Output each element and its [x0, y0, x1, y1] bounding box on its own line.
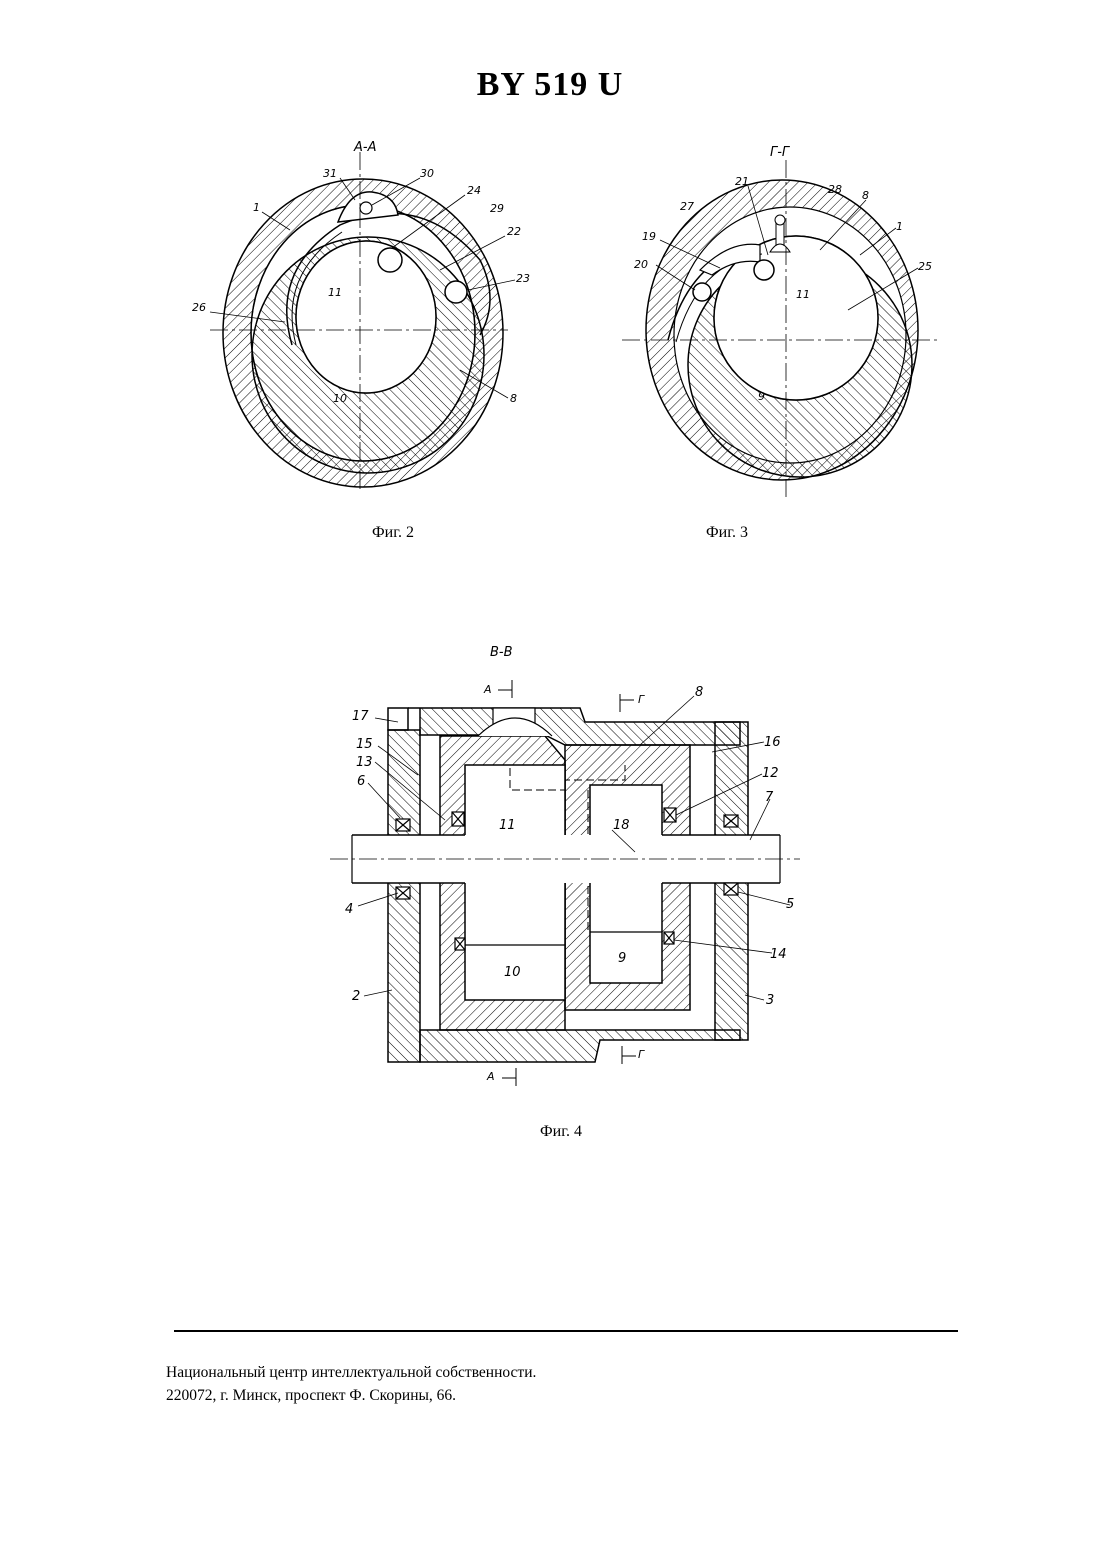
- fig4-label: 13: [356, 755, 373, 770]
- fig4-label: 17: [352, 709, 369, 724]
- fig4-cut-mark: Г: [638, 693, 645, 706]
- fig2-label: 10: [333, 392, 347, 405]
- fig4-label: 14: [770, 947, 787, 962]
- figure-4-caption: Фиг. 4: [540, 1123, 582, 1141]
- fig3-section-label: Г-Г: [770, 145, 791, 160]
- fig3-label: 20: [634, 258, 648, 271]
- fig4-section-label: В-В: [490, 645, 513, 660]
- footer-divider: [174, 1330, 958, 1332]
- fig4-label: 4: [345, 902, 353, 917]
- fig4-label: 3: [766, 993, 774, 1008]
- fig2-label: 23: [516, 272, 530, 285]
- fig3-label: 1: [896, 220, 903, 233]
- fig3-label: 27: [680, 200, 694, 213]
- fig2-section-label: А-А: [353, 140, 376, 155]
- fig2-label: 22: [507, 225, 521, 238]
- fig4-label: 9: [618, 951, 626, 966]
- fig3-label: 8: [862, 189, 869, 202]
- fig2-label: 8: [510, 392, 517, 405]
- fig2-label: 26: [192, 301, 206, 314]
- fig3-label: 25: [918, 260, 932, 273]
- fig2-label: 24: [467, 184, 481, 197]
- fig4-cut-mark: А: [483, 683, 492, 696]
- figure-3-caption: Фиг. 3: [706, 524, 748, 542]
- fig4-label: 5: [786, 897, 794, 912]
- fig3-label: 11: [796, 288, 810, 301]
- fig4-label: 7: [765, 790, 774, 805]
- fig4-label: 16: [764, 735, 781, 750]
- footer-org: Национальный центр интеллектуальной собс…: [166, 1364, 536, 1382]
- fig4-label: 2: [352, 989, 360, 1004]
- fig3-label: 28: [828, 183, 842, 196]
- fig3-label: 21: [735, 175, 749, 188]
- fig3-label: 19: [642, 230, 656, 243]
- footer-address: 220072, г. Минск, проспект Ф. Скорины, 6…: [166, 1387, 456, 1405]
- fig2-label: 11: [328, 286, 342, 299]
- fig4-cut-mark: А: [486, 1070, 495, 1083]
- fig4-label: 18: [613, 818, 630, 833]
- fig4-label: 6: [357, 774, 365, 789]
- fig4-label: 8: [695, 685, 703, 700]
- fig4-label: 10: [504, 965, 521, 980]
- figure-2-caption: Фиг. 2: [372, 524, 414, 542]
- fig4-cut-mark: Г: [638, 1048, 645, 1061]
- fig2-label: 30: [420, 167, 434, 180]
- fig2-label: 1: [253, 201, 260, 214]
- fig2-label: 29: [490, 202, 504, 215]
- fig4-housing: [388, 708, 408, 730]
- fig4-label: 15: [356, 737, 373, 752]
- fig3-label: 9: [758, 390, 765, 403]
- fig2-label: 31: [323, 167, 337, 180]
- fig4-label: 11: [499, 818, 516, 833]
- fig4-label: 12: [762, 766, 779, 781]
